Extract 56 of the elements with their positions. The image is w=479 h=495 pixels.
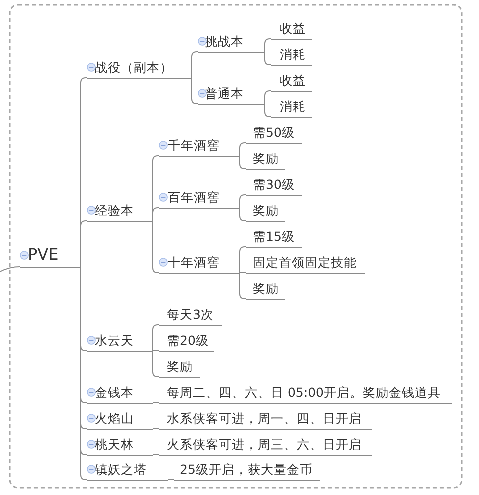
- topic-label: 收益: [280, 21, 306, 37]
- topic-label: 奖励: [253, 281, 279, 297]
- branch-connector: [240, 194, 246, 208]
- topic-label: 需20级: [167, 333, 209, 349]
- branch-connector: [0, 266, 20, 272]
- topic-label: 镇妖之塔: [95, 462, 147, 478]
- topic-label: 千年酒窖: [168, 138, 220, 154]
- topic-label: 桃天林: [95, 437, 134, 453]
- branch-connector: [152, 208, 160, 222]
- topic-label: 25级开启，获大量金币: [180, 462, 313, 478]
- branch-connector: [152, 324, 160, 352]
- topic-label: 战役（副本）: [95, 60, 173, 76]
- topic-underline: [20, 247, 81, 268]
- topic-label: 奖励: [253, 151, 279, 167]
- branch-connector: [152, 402, 160, 404]
- topic-label: 需15级: [253, 229, 295, 245]
- branch-connector: [152, 350, 160, 378]
- topic-label: 奖励: [167, 359, 193, 375]
- branch-connector: [264, 90, 272, 104]
- branch-connector: [264, 104, 272, 118]
- branch-connector: [240, 272, 246, 274]
- topic-label: 经验本: [95, 203, 134, 219]
- topic-label: 奖励: [253, 203, 279, 219]
- branch-connector: [192, 52, 198, 78]
- topic-label: 火焰山: [95, 411, 134, 427]
- branch-connector: [240, 142, 246, 156]
- topic-label: 百年酒窖: [168, 190, 220, 206]
- branch-connector: [152, 220, 160, 274]
- topic-label: 火系侠客可进，周三、六、日开启: [167, 437, 362, 453]
- branch-connector: [152, 350, 160, 352]
- topic-label: 挑战本: [205, 34, 244, 50]
- topic-label: 固定首领固定技能: [253, 255, 357, 271]
- topic-underline: [198, 84, 265, 105]
- branch-connector: [152, 454, 160, 456]
- branch-connector: [240, 208, 246, 222]
- topic-label: 每周二、四、六、日 05:00开启。奖励金钱道具: [167, 385, 441, 401]
- branch-connector: [192, 78, 198, 104]
- topic-label: 普通本: [205, 86, 244, 102]
- topic-label: 十年酒窖: [168, 255, 220, 271]
- topic-label: 水系侠客可进，周一、四、日开启: [167, 411, 362, 427]
- topic-label: 每天3次: [167, 307, 214, 323]
- branch-connector: [152, 428, 160, 430]
- topic-label: 水云天: [95, 333, 134, 349]
- branch-connector: [240, 246, 246, 274]
- branch-connector: [264, 52, 272, 66]
- topic-label: PVE: [28, 245, 59, 265]
- branch-connector: [240, 272, 246, 300]
- topic-label: 收益: [280, 73, 306, 89]
- branch-connector: [240, 156, 246, 170]
- branch-connector: [264, 38, 272, 52]
- branch-connector: [80, 220, 88, 268]
- topic-label: 消耗: [280, 99, 306, 115]
- topic-label: 消耗: [280, 47, 306, 63]
- topic-label: 需30级: [253, 177, 295, 193]
- topic-label: 金钱本: [95, 385, 134, 401]
- topic-label: 需50级: [253, 125, 295, 141]
